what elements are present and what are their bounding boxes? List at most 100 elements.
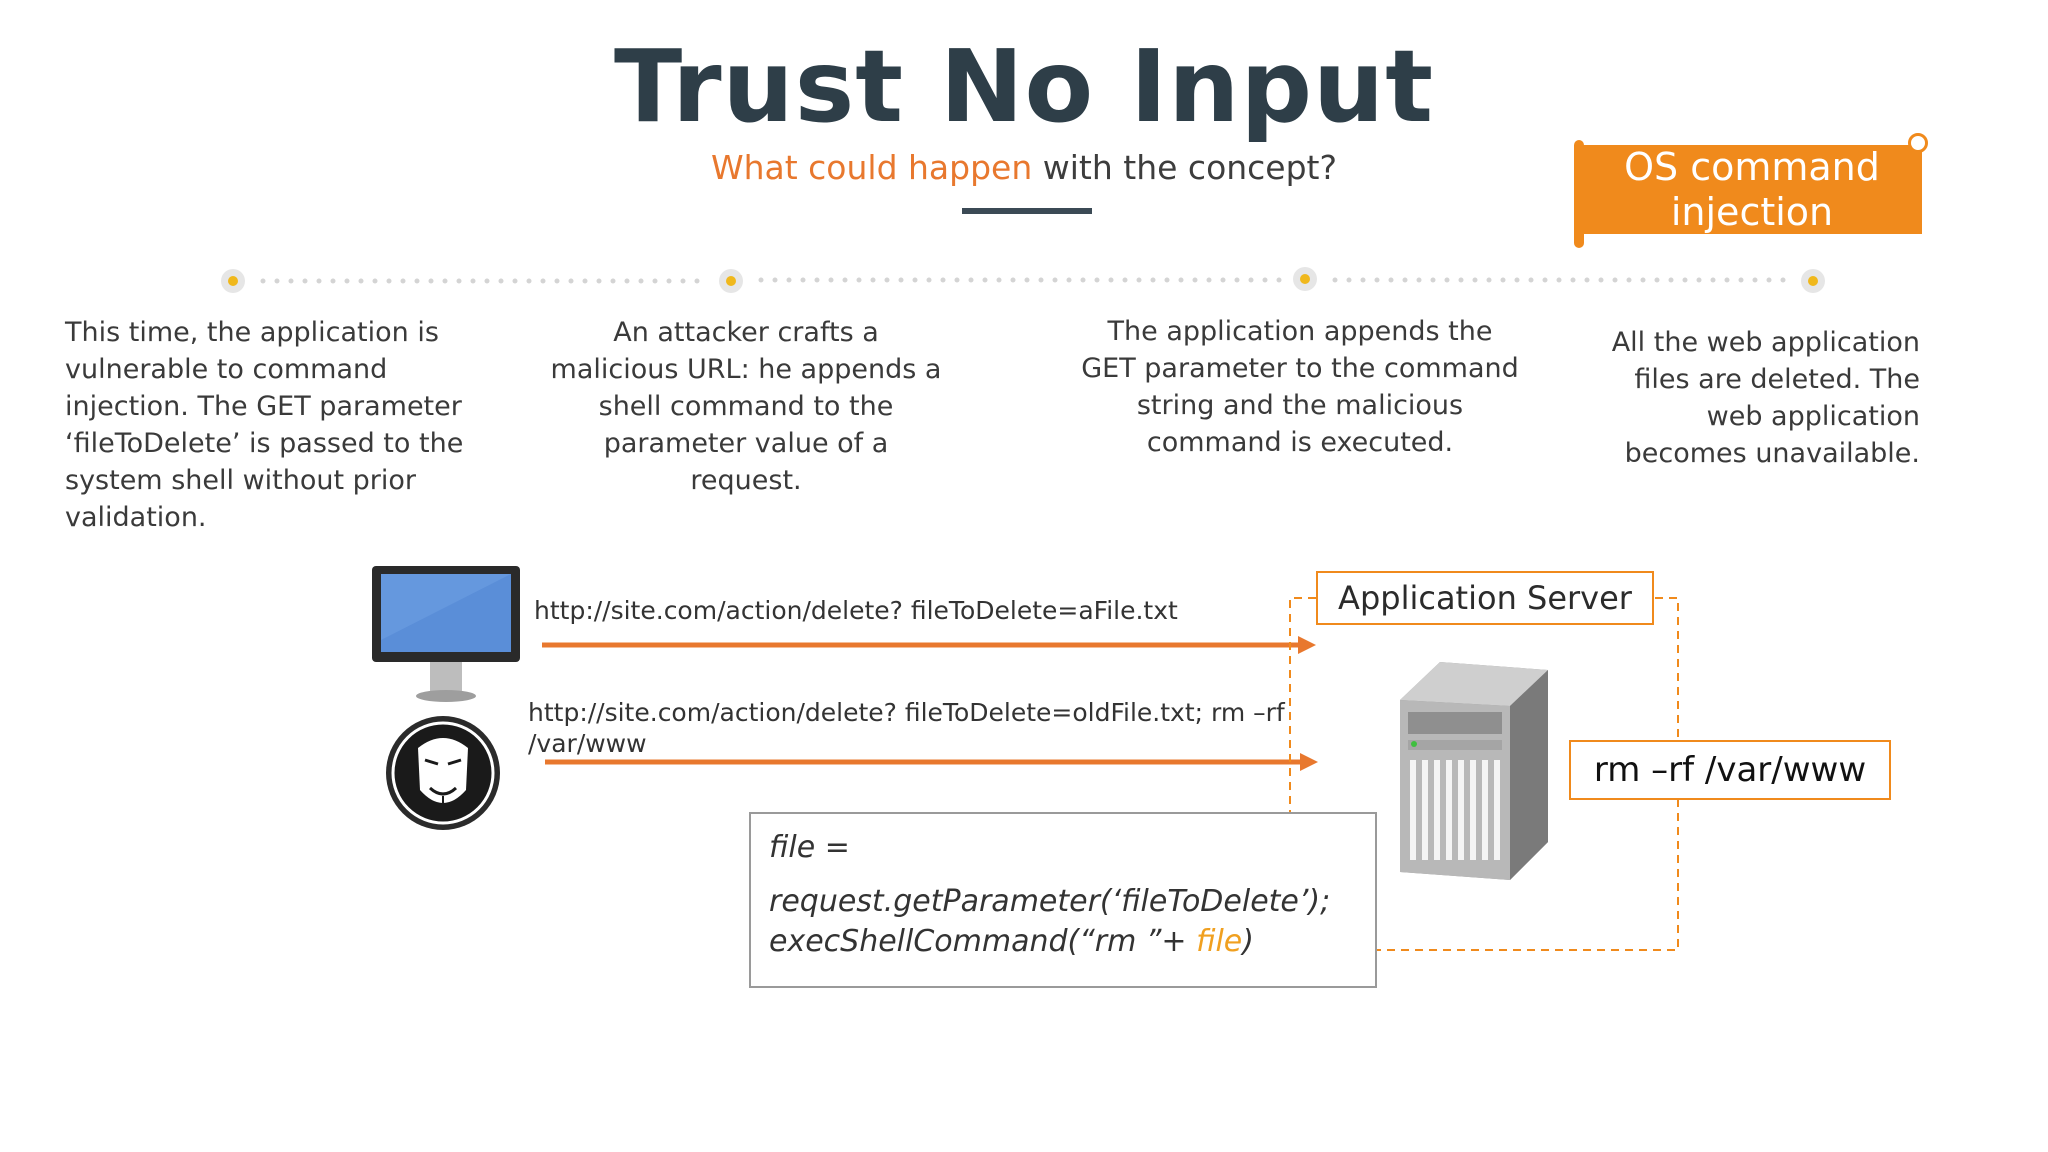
step-4-description: All the web application files are delete… <box>1611 327 1920 469</box>
timeline-dot <box>1430 277 1436 283</box>
executed-command-box: rm –rf /var/www <box>1569 740 1891 800</box>
timeline-dot <box>1262 277 1268 283</box>
timeline-dot <box>1528 277 1534 283</box>
timeline-dot <box>1780 277 1786 283</box>
timeline-dot <box>982 277 988 283</box>
timeline-dot <box>372 278 378 284</box>
timeline-dot <box>1094 277 1100 283</box>
timeline-dot <box>260 278 266 284</box>
timeline-dot <box>1416 277 1422 283</box>
timeline-dot <box>1178 277 1184 283</box>
timeline-node-4 <box>1801 269 1825 293</box>
timeline-dot <box>968 277 974 283</box>
timeline-dot <box>680 278 686 284</box>
timeline-dot <box>1122 277 1128 283</box>
timeline-dot <box>940 277 946 283</box>
timeline-dot <box>954 277 960 283</box>
application-server-text: Application Server <box>1338 579 1632 617</box>
application-server-label: Application Server <box>1316 571 1654 625</box>
timeline-dot <box>1220 277 1226 283</box>
timeline-dot <box>996 277 1002 283</box>
timeline-dot <box>1738 277 1744 283</box>
timeline-dot <box>652 278 658 284</box>
timeline-dot <box>856 277 862 283</box>
page-title: Trust No Input <box>613 28 1435 145</box>
anonymous-attacker-icon <box>386 716 500 830</box>
timeline-dot <box>512 278 518 284</box>
timeline-dot <box>624 278 630 284</box>
topic-banner-label: OS command injection <box>1624 144 1880 234</box>
timeline-dot <box>1276 277 1282 283</box>
timeline-dot <box>828 277 834 283</box>
timeline-dot <box>596 278 602 284</box>
timeline-dot <box>1696 277 1702 283</box>
timeline-dot <box>302 278 308 284</box>
timeline-dot <box>344 278 350 284</box>
timeline-dot <box>1360 277 1366 283</box>
timeline-dot <box>610 278 616 284</box>
timeline-dot <box>1612 277 1618 283</box>
code-snippet: file = request.getParameter(‘fileToDelet… <box>749 812 1377 988</box>
step-1-description: This time, the application is vulnerable… <box>65 317 464 533</box>
timeline-dot <box>1248 277 1254 283</box>
timeline-dot <box>1234 277 1240 283</box>
timeline-dot <box>772 277 778 283</box>
code-line: file = <box>769 830 850 865</box>
timeline-dot <box>814 277 820 283</box>
timeline-dot <box>926 277 932 283</box>
timeline-dot <box>1710 277 1716 283</box>
timeline-dot <box>666 278 672 284</box>
malicious-request-url: http://site.com/action/delete? fileToDel… <box>528 698 1285 758</box>
banner-scroll-curl <box>1574 140 1584 248</box>
code-fragment: execShellCommand(“rm ”+ <box>769 924 1197 959</box>
subtitle-rest: with the concept? <box>1032 148 1338 187</box>
timeline-dot <box>456 278 462 284</box>
code-line: execShellCommand(“rm ”+ file) <box>769 924 1254 959</box>
timeline-node-2 <box>719 269 743 293</box>
timeline-dot <box>400 278 406 284</box>
timeline-dot <box>1584 277 1590 283</box>
step-2-description: An attacker crafts a malicious URL: he a… <box>550 317 942 496</box>
step-3-description: The application appends the GET paramete… <box>1081 316 1519 458</box>
timeline-dot <box>1486 277 1492 283</box>
timeline-dot <box>870 277 876 283</box>
timeline-node-1 <box>221 269 245 293</box>
timeline-dot <box>1150 277 1156 283</box>
timeline-dot <box>1164 277 1170 283</box>
timeline-dot <box>316 278 322 284</box>
timeline-dot <box>1374 277 1380 283</box>
code-fragment: ) <box>1242 924 1254 959</box>
request-arrow-2 <box>545 753 1318 771</box>
benign-request-url: http://site.com/action/delete? fileToDel… <box>534 596 1178 625</box>
timeline-dot <box>274 278 280 284</box>
timeline-dot <box>638 278 644 284</box>
timeline-dot <box>1626 277 1632 283</box>
timeline-dot <box>442 278 448 284</box>
timeline-dot <box>1108 277 1114 283</box>
timeline-dot <box>1136 277 1142 283</box>
timeline-dot <box>386 278 392 284</box>
subtitle-accent: What could happen <box>710 148 1033 187</box>
timeline-dot <box>1388 277 1394 283</box>
executed-command-text: rm –rf /var/www <box>1593 750 1867 790</box>
server-tower-icon <box>1400 662 1548 880</box>
timeline-dot <box>1024 277 1030 283</box>
timeline-dot <box>1038 277 1044 283</box>
timeline-dot <box>1206 277 1212 283</box>
timeline-dot <box>1346 277 1352 283</box>
timeline-dot <box>1052 277 1058 283</box>
computer-monitor-icon <box>372 566 520 702</box>
banner-scroll-curl <box>1908 133 1928 153</box>
timeline-dot <box>484 278 490 284</box>
timeline-dot <box>428 278 434 284</box>
timeline-dot <box>842 277 848 283</box>
timeline-dot <box>1598 277 1604 283</box>
timeline-dot <box>1066 277 1072 283</box>
timeline-dot <box>1570 277 1576 283</box>
timeline-node-3 <box>1293 267 1317 291</box>
timeline-dot <box>1192 277 1198 283</box>
timeline-dot <box>1444 277 1450 283</box>
timeline-dot <box>884 277 890 283</box>
timeline-dot <box>1556 277 1562 283</box>
